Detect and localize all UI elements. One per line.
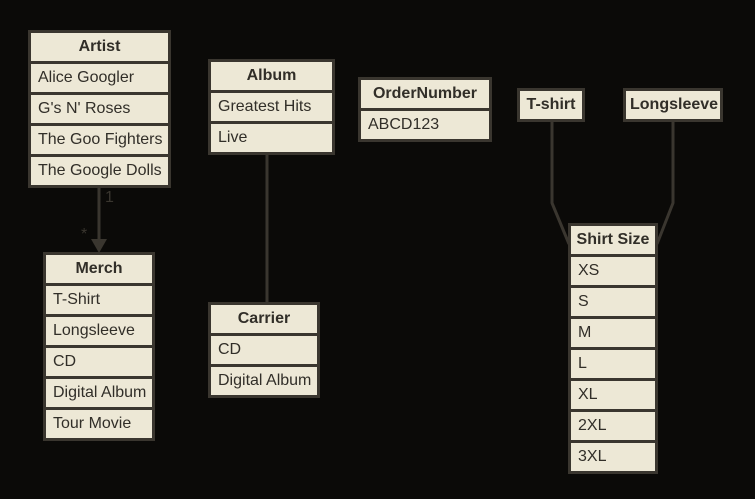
entity-row[interactable]: 3XL: [568, 440, 658, 474]
entity-row[interactable]: Alice Googler: [28, 61, 171, 95]
entity-row[interactable]: M: [568, 316, 658, 350]
entity-row[interactable]: G's N' Roses: [28, 92, 171, 126]
entity-header[interactable]: Longsleeve: [623, 88, 723, 122]
entity-header[interactable]: Carrier: [208, 302, 320, 336]
connector-tshirt-shirtsize[interactable]: [550, 122, 571, 245]
entity-row[interactable]: ABCD123: [358, 108, 492, 142]
entity-row[interactable]: S: [568, 285, 658, 319]
entity-header[interactable]: Album: [208, 59, 335, 93]
entity-header[interactable]: Shirt Size: [568, 223, 658, 257]
entity-row[interactable]: Tour Movie: [43, 407, 155, 441]
entity-header[interactable]: T-shirt: [517, 88, 585, 122]
multiplicity-label-one: 1: [105, 189, 114, 206]
entity-row[interactable]: Greatest Hits: [208, 90, 335, 124]
entity-row[interactable]: The Goo Fighters: [28, 123, 171, 157]
entity-row[interactable]: L: [568, 347, 658, 381]
multiplicity-label-many: *: [81, 226, 88, 243]
entity-row[interactable]: CD: [43, 345, 155, 379]
entity-row[interactable]: 2XL: [568, 409, 658, 443]
entity-row[interactable]: Live: [208, 121, 335, 155]
arrowhead-icon: [91, 239, 107, 253]
entity-row[interactable]: CD: [208, 333, 320, 367]
entity-row[interactable]: Longsleeve: [43, 314, 155, 348]
entity-row[interactable]: Digital Album: [43, 376, 155, 410]
entity-row[interactable]: Digital Album: [208, 364, 320, 398]
entity-longsleeve[interactable]: Longsleeve: [623, 88, 723, 122]
entity-header[interactable]: Artist: [28, 30, 171, 64]
entity-row[interactable]: The Google Dolls: [28, 154, 171, 188]
entity-row[interactable]: XL: [568, 378, 658, 412]
entity-header[interactable]: Merch: [43, 252, 155, 286]
entity-header[interactable]: OrderNumber: [358, 77, 492, 111]
entity-row[interactable]: T-Shirt: [43, 283, 155, 317]
entity-row[interactable]: XS: [568, 254, 658, 288]
connector-longsleeve-shirtsize[interactable]: [655, 122, 675, 245]
entity-tshirt[interactable]: T-shirt: [517, 88, 585, 122]
